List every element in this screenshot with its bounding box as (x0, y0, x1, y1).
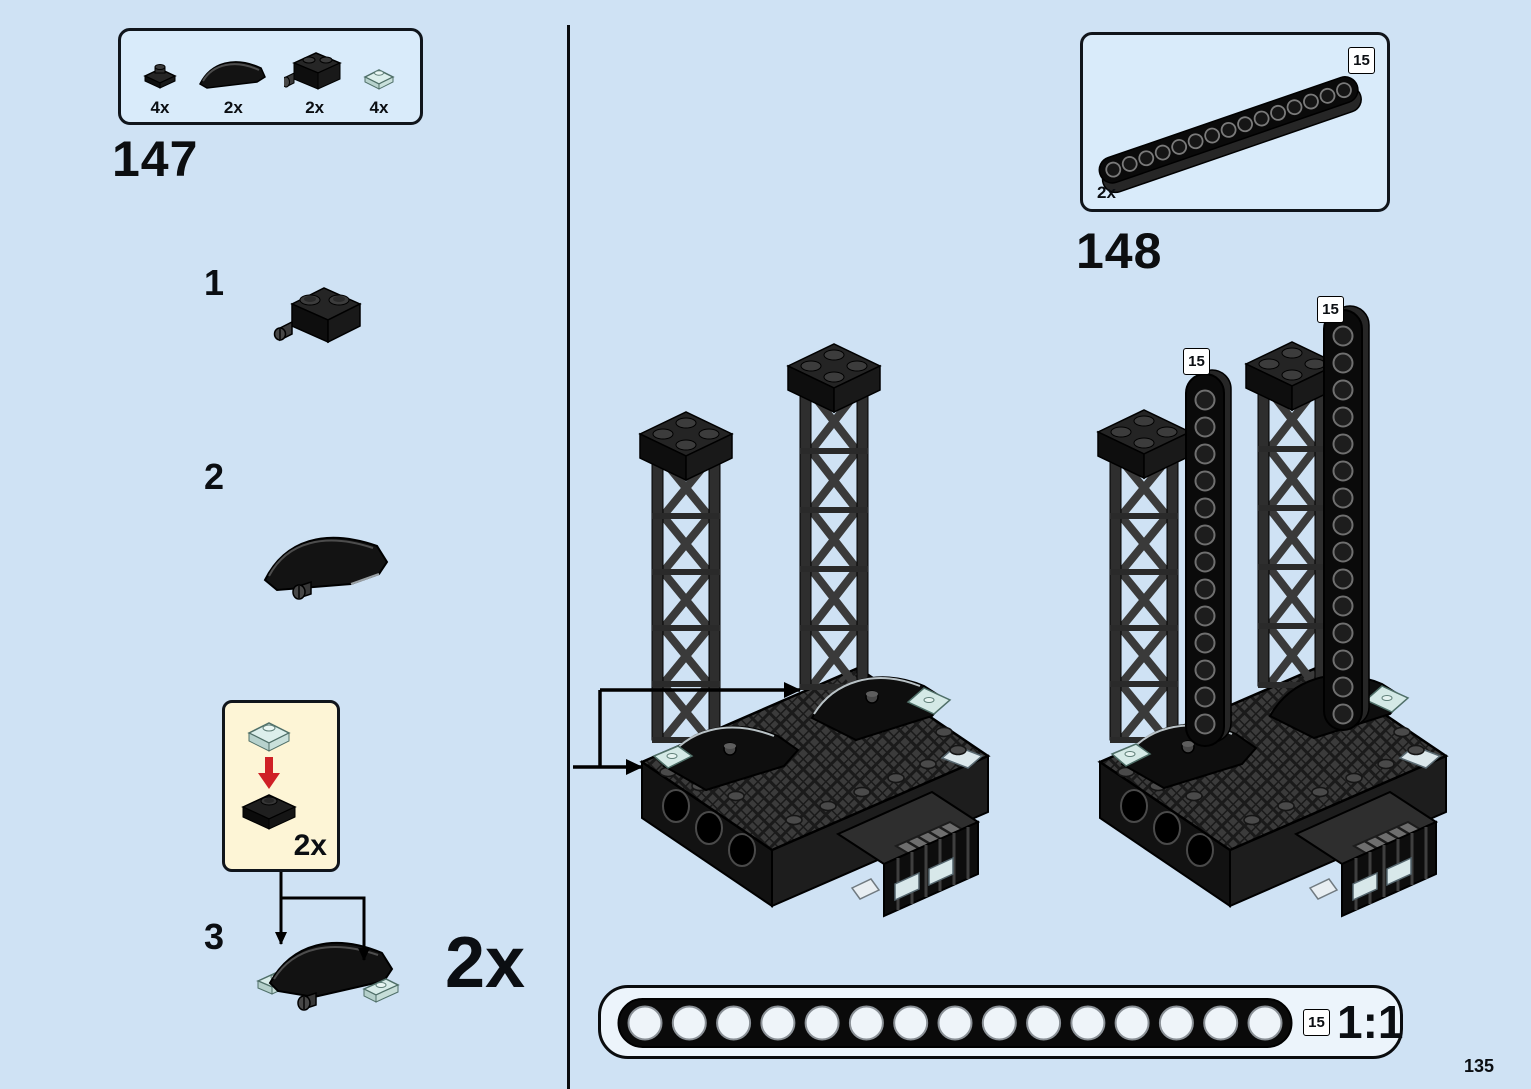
page-number: 135 (1464, 1056, 1495, 1076)
scale-bar: 15 1:1 (598, 985, 1403, 1059)
step-147-multiplier: 2x (445, 923, 526, 1003)
step-148-number: 148 (1076, 223, 1163, 279)
inset-count: 2x (293, 829, 327, 862)
beam-1to1-art (617, 998, 1293, 1048)
girder-tower-front-147 (638, 411, 734, 743)
beam-length-badge: 15 (1317, 296, 1344, 323)
curved-slope-lower-148 (1110, 723, 1258, 790)
curved-slope-lower-147 (652, 725, 800, 792)
placement-arrows-147 (573, 682, 801, 775)
technic-beam-left-148 (1185, 369, 1232, 747)
technic-beam-right-148 (1323, 305, 1370, 731)
technic-beam-15-icon (1098, 76, 1362, 194)
beam-length-badge: 15 (1348, 47, 1375, 74)
girder-tower-front-148 (1096, 409, 1192, 743)
column-divider (567, 25, 570, 1089)
part-count: 2x (1097, 183, 1116, 202)
scale-ratio-label: 1:1 (1337, 996, 1404, 1048)
beam-length-badge: 15 (1183, 348, 1210, 375)
substep-1-number: 1 (204, 262, 225, 303)
step-147-number: 147 (112, 131, 199, 187)
part-count: 2x (223, 98, 243, 117)
substep-1-brick-with-pin-art (273, 287, 362, 344)
black-brick-pin-icon (283, 52, 342, 90)
black-curved-slope-icon (199, 61, 267, 89)
substep-3-number: 3 (204, 916, 225, 957)
parts-item-brick-pin: 2x (283, 39, 346, 118)
beam-length-badge: 15 (1303, 1009, 1330, 1036)
substep-2-number: 2 (204, 456, 225, 497)
black-plate-icon (143, 64, 177, 89)
inset-callout-box: 2x (222, 700, 340, 872)
substep-2-curved-slope-art (263, 536, 389, 600)
parts-item-trans-plate: 4x (358, 39, 400, 118)
step-148-assembly-illustration (1096, 305, 1449, 918)
step-147-assembly-illustration (573, 343, 991, 918)
inset-placement-arrows (275, 872, 370, 961)
girder-tower-back-147 (786, 343, 882, 690)
inset-trans-plate-placement-art (241, 722, 297, 830)
parts-item-plate: 4x (137, 39, 183, 118)
step-148-parts-box: 15 2x (1080, 32, 1390, 212)
part-count: 4x (369, 98, 389, 117)
parts-item-curved-slope: 2x (195, 39, 271, 118)
trans-plate-icon (363, 69, 395, 90)
base-platform-147 (639, 666, 991, 918)
part-count: 4x (150, 98, 170, 117)
curved-slope-upper-147 (810, 676, 952, 742)
red-arrow-icon (265, 757, 273, 775)
part-count: 2x (305, 98, 325, 117)
step-147-parts-box: 4x 2x 2x (118, 28, 423, 125)
